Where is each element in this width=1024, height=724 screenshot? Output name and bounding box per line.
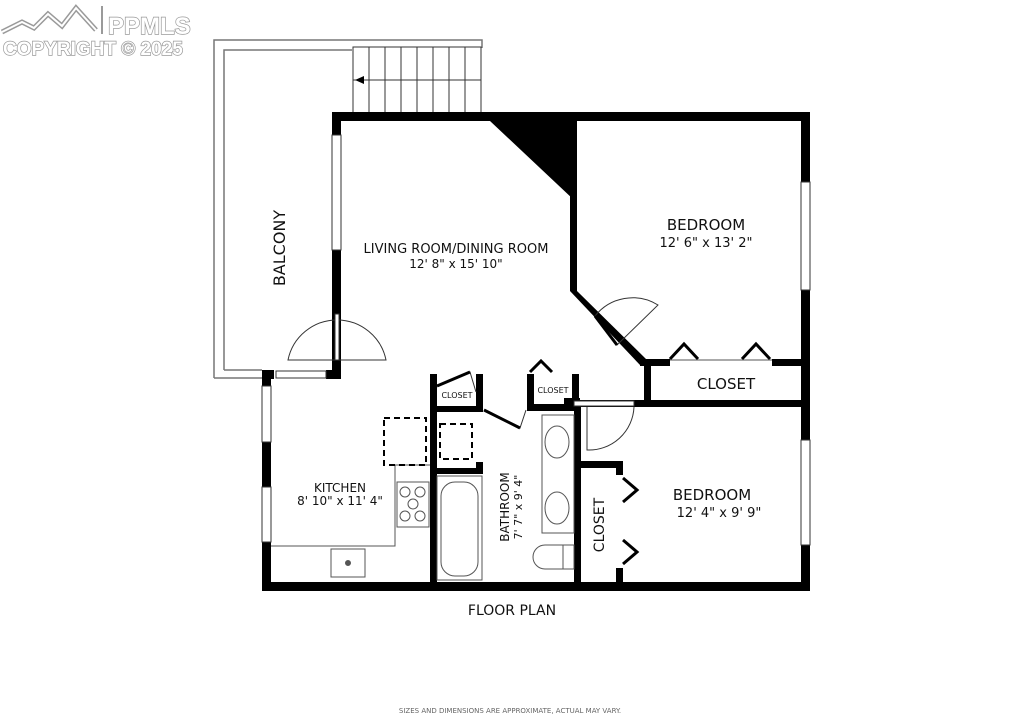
ppmls-watermark: PPMLS COPYRIGHT © 2025	[0, 4, 191, 58]
balcony-label: BALCONY	[270, 210, 289, 287]
bedroom-2-label: BEDROOM	[673, 486, 751, 504]
stairs	[352, 46, 482, 115]
windows	[261, 134, 811, 546]
balcony	[213, 39, 483, 379]
living-room-label: LIVING ROOM/DINING ROOM	[364, 242, 549, 257]
bedroom-2-dims: 12' 4" x 9' 9"	[677, 506, 762, 521]
disclaimer: SIZES AND DIMENSIONS ARE APPROXIMATE, AC…	[399, 707, 621, 715]
bedroom-1-dims: 12' 6" x 13' 2"	[660, 236, 753, 251]
stair-arrow-icon	[355, 76, 364, 84]
dashed-appliances	[383, 417, 473, 466]
bathroom-dims: 7' 7" x 9' 4"	[512, 475, 525, 540]
closet-small-2-label: CLOSET	[537, 386, 568, 395]
bedroom-1-label: BEDROOM	[667, 216, 745, 234]
bathroom-fixtures	[436, 414, 575, 581]
living-room-dims: 12' 8" x 15' 10"	[409, 257, 502, 271]
door-leaves	[436, 315, 619, 430]
closet-vertical-label: CLOSET	[592, 497, 608, 552]
watermark-copyright: COPYRIGHT © 2025	[3, 39, 183, 58]
kitchen-label: KITCHEN	[314, 481, 366, 495]
watermark-brand: PPMLS	[108, 13, 191, 40]
kitchen-dims: 8' 10" x 11' 4"	[297, 494, 383, 508]
closet-main-label: CLOSET	[697, 375, 756, 393]
floor-plan-title: FLOOR PLAN	[468, 603, 556, 619]
bifold-doors	[528, 341, 772, 566]
bathroom-label: BATHROOM	[498, 472, 512, 541]
closet-small-1-label: CLOSET	[441, 391, 472, 400]
